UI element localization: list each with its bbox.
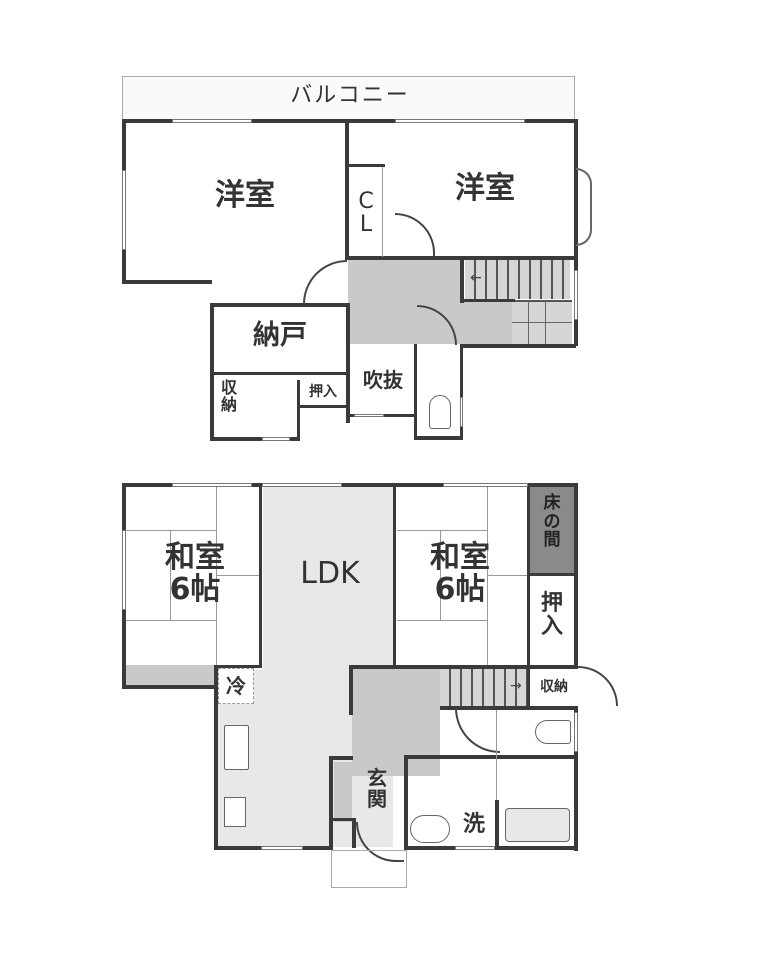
room-closet: C L (358, 189, 374, 238)
stairs-arrow-icon: → (510, 678, 522, 694)
window (455, 846, 495, 850)
window (395, 119, 525, 123)
room-oshiire-2f: 押入 (309, 384, 337, 400)
window (354, 414, 384, 417)
stove-icon (224, 797, 246, 827)
hall-floor1 (352, 668, 440, 776)
sink-icon (224, 725, 249, 770)
room-tokonoma: 床 の 間 (543, 493, 561, 551)
door-swing (455, 708, 500, 753)
window (172, 483, 252, 487)
room-fridge: 冷 (226, 674, 246, 698)
staircase-floor2 (465, 259, 570, 299)
room-storeroom: 納戸 (253, 320, 307, 351)
door-swing (303, 260, 347, 304)
room-western-left: 洋室 (215, 178, 275, 213)
window (262, 437, 290, 441)
window (262, 483, 342, 487)
toilet-icon (429, 395, 451, 429)
stairs-arrow-icon: ← (470, 270, 482, 286)
balcony-label: バルコニー (290, 83, 410, 108)
window (122, 530, 126, 610)
hall-floor2-lower (460, 300, 512, 344)
room-oshiire-1f: 押 入 (540, 591, 563, 640)
entrance-step (334, 762, 352, 822)
room-western-right: 洋室 (455, 171, 515, 206)
toilet-icon (535, 720, 571, 744)
entrance-porch (331, 850, 407, 888)
room-wash: 洗 (462, 812, 485, 837)
window (574, 270, 578, 320)
room-washitsu-left: 和室 6帖 (165, 540, 225, 607)
balcony (122, 76, 575, 122)
room-entrance: 玄 関 (367, 766, 387, 811)
washbasin-icon (410, 815, 450, 843)
room-ldk: LDK (300, 556, 360, 591)
door-swing (395, 213, 435, 257)
door-swing (578, 666, 618, 706)
window (460, 397, 463, 427)
room-washitsu-right: 和室 6帖 (430, 540, 490, 607)
tokonoma (529, 487, 575, 575)
bathtub-icon (505, 808, 570, 842)
fridge-box (218, 668, 254, 704)
window (443, 483, 528, 487)
staircase-floor1 (440, 668, 528, 708)
window (574, 712, 578, 752)
bay-window (576, 168, 592, 246)
engawa-strip (126, 665, 216, 685)
room-fukinuke: 吹抜 (363, 368, 403, 392)
window (261, 846, 303, 850)
window (172, 119, 252, 123)
room-storage-1f: 収納 (540, 679, 568, 695)
room-storage-2f: 収 納 (220, 378, 237, 414)
window (122, 170, 126, 250)
